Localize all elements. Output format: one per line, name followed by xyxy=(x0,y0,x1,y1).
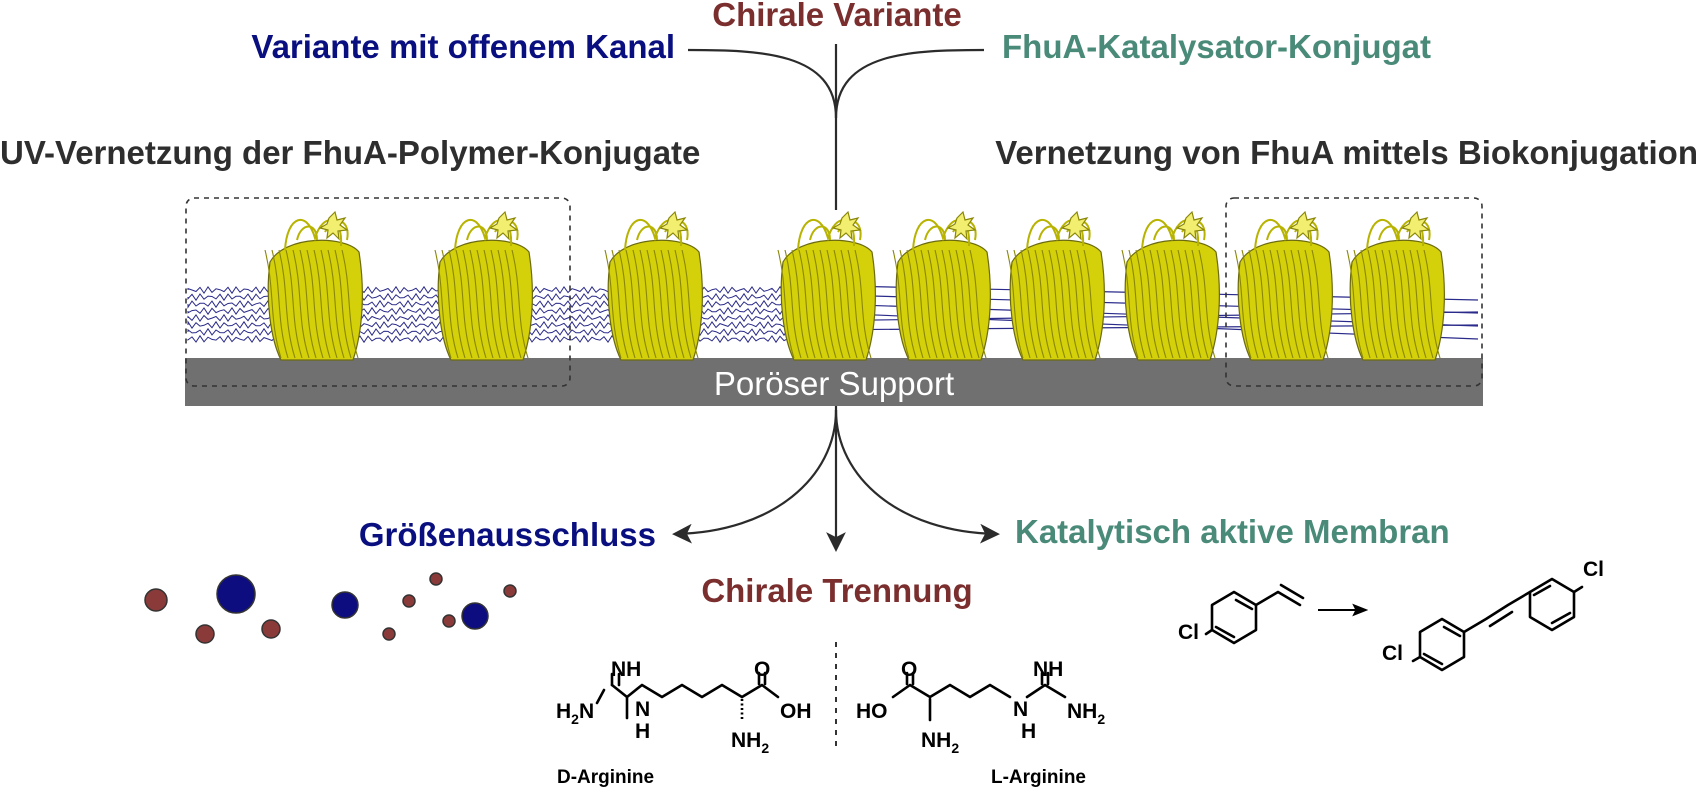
particle-blue xyxy=(331,591,359,619)
chiral-separation-label: Chirale Trennung xyxy=(701,572,972,609)
product-cl-left: Cl xyxy=(1382,642,1403,665)
chiral-variant-label: Chirale Variante xyxy=(712,0,961,33)
hydroxyl-oh: OH xyxy=(780,700,812,723)
particle-red xyxy=(429,572,443,586)
fhua-barrel xyxy=(1234,210,1333,361)
uv-crosslinking-label: UV-Vernetzung der FhuA-Polymer-Konjugate xyxy=(0,134,700,171)
catalyst-conjugate-label: FhuA-Katalysator-Konjugat xyxy=(1002,28,1431,65)
particle-red xyxy=(261,619,281,639)
particle-blue-large xyxy=(216,574,256,614)
imine-nh: NH xyxy=(611,658,641,681)
particle-red xyxy=(503,584,517,598)
amine-nh2: NH2 xyxy=(1067,700,1105,727)
top-connector-lines xyxy=(687,44,985,210)
size-exclusion-label: Größenausschluss xyxy=(359,516,656,553)
fhua-protein-array xyxy=(264,210,1445,361)
bioconjugation-highlight-box xyxy=(1225,197,1483,387)
fhua-barrel xyxy=(264,210,363,361)
particle-red xyxy=(195,624,215,644)
catalytic-membrane-label: Katalytisch aktive Membran xyxy=(1015,513,1450,550)
particle-red xyxy=(382,627,396,641)
porous-support-bar xyxy=(185,358,1483,406)
d-arginine-caption: D-Arginine xyxy=(557,767,654,788)
d-arginine-structure: NH H2N N H O OH NH2 D-Arginine xyxy=(556,658,812,788)
link-h: H xyxy=(635,720,650,743)
reactant-cl: Cl xyxy=(1178,621,1199,644)
open-channel-variant-label: Variante mit offenem Kanal xyxy=(251,28,675,65)
hydroxyl-ho: HO xyxy=(856,700,888,723)
alpha-amine: NH2 xyxy=(731,729,769,756)
particle-blue xyxy=(461,602,489,630)
product-cl-right: Cl xyxy=(1583,558,1604,581)
imine-nh: NH xyxy=(1033,658,1063,681)
fhua-barrel xyxy=(604,210,703,361)
size-exclusion-particles xyxy=(144,572,517,644)
uv-crosslink-highlight-box xyxy=(185,197,571,387)
particle-red xyxy=(402,594,416,608)
fhua-barrel xyxy=(892,210,991,361)
carbonyl-o: O xyxy=(901,658,917,681)
particle-red xyxy=(442,614,456,628)
fhua-barrel xyxy=(1006,210,1105,361)
amine-h2n-h: H2N xyxy=(556,700,594,727)
porous-support-label: Poröser Support xyxy=(714,365,954,402)
fhua-barrel xyxy=(1346,210,1445,361)
alpha-amine: NH2 xyxy=(921,729,959,756)
fhua-barrel xyxy=(777,210,876,361)
link-n: N xyxy=(635,698,650,721)
link-n: N xyxy=(1013,698,1028,721)
particle-red xyxy=(144,588,168,612)
link-h: H xyxy=(1021,720,1036,743)
bottom-arrows xyxy=(672,406,1000,552)
l-arginine-structure: HO O NH2 N H NH NH2 L-Arginine xyxy=(856,658,1105,788)
l-arginine-caption: L-Arginine xyxy=(991,767,1086,788)
carbonyl-o: O xyxy=(754,658,770,681)
catalytic-reaction: Cl Cl Cl xyxy=(1178,558,1604,672)
fhua-barrel xyxy=(434,210,533,361)
bioconjugation-crosslinking-label: Vernetzung von FhuA mittels Biokonjugati… xyxy=(995,134,1698,171)
membrane-illustration: Poröser Support xyxy=(185,197,1483,406)
fhua-barrel xyxy=(1121,210,1220,361)
